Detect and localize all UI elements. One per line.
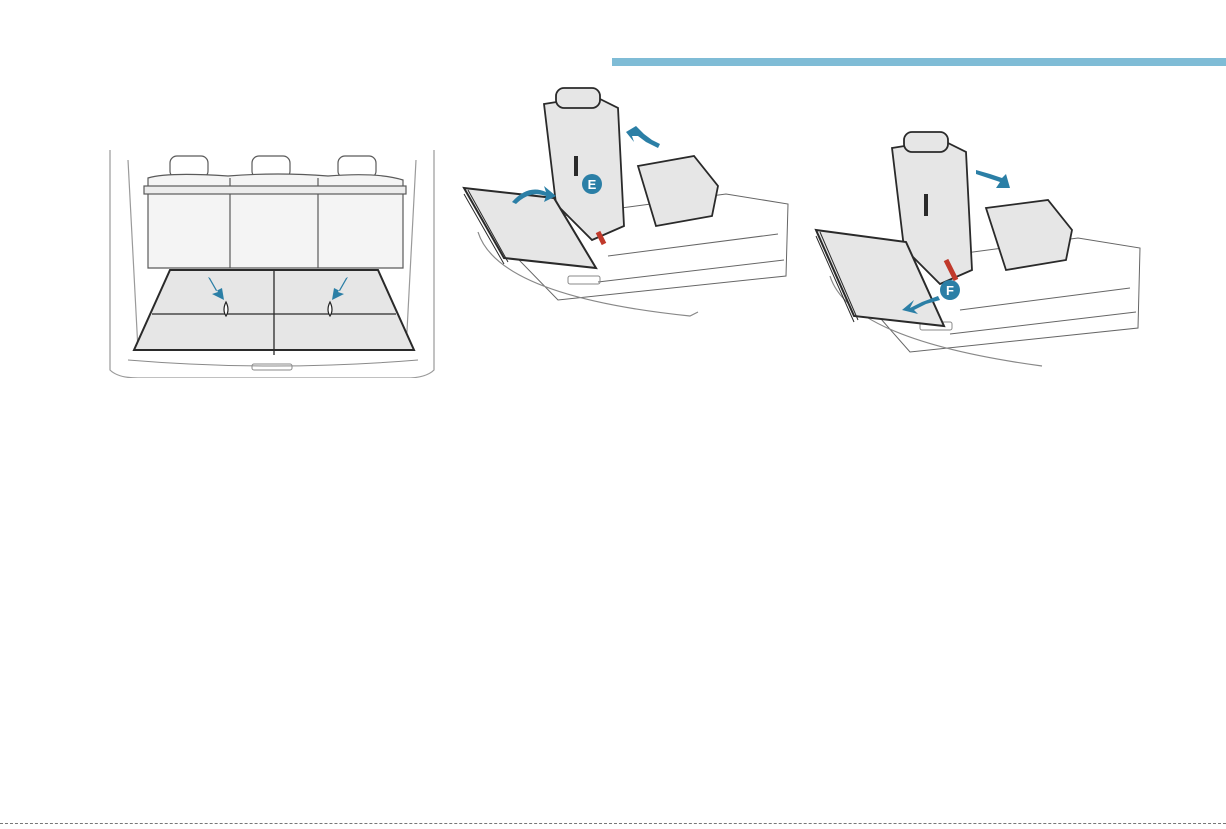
callout-e-label: E (588, 177, 597, 192)
callout-f-label: F (946, 283, 954, 298)
callout-badge: F (940, 280, 960, 300)
arrow-icon (626, 126, 660, 148)
seat-slide-illustration-f: F (810, 130, 1142, 370)
callout-badge: E (582, 174, 602, 194)
trunk-floor-illustration (108, 150, 436, 378)
cargo-floor-panel (134, 270, 414, 355)
page-bottom-rule (0, 823, 1226, 824)
seat-fold-illustration-e: E (458, 86, 790, 326)
section-header-rule (612, 58, 1226, 66)
arrow-icon (976, 170, 1010, 188)
